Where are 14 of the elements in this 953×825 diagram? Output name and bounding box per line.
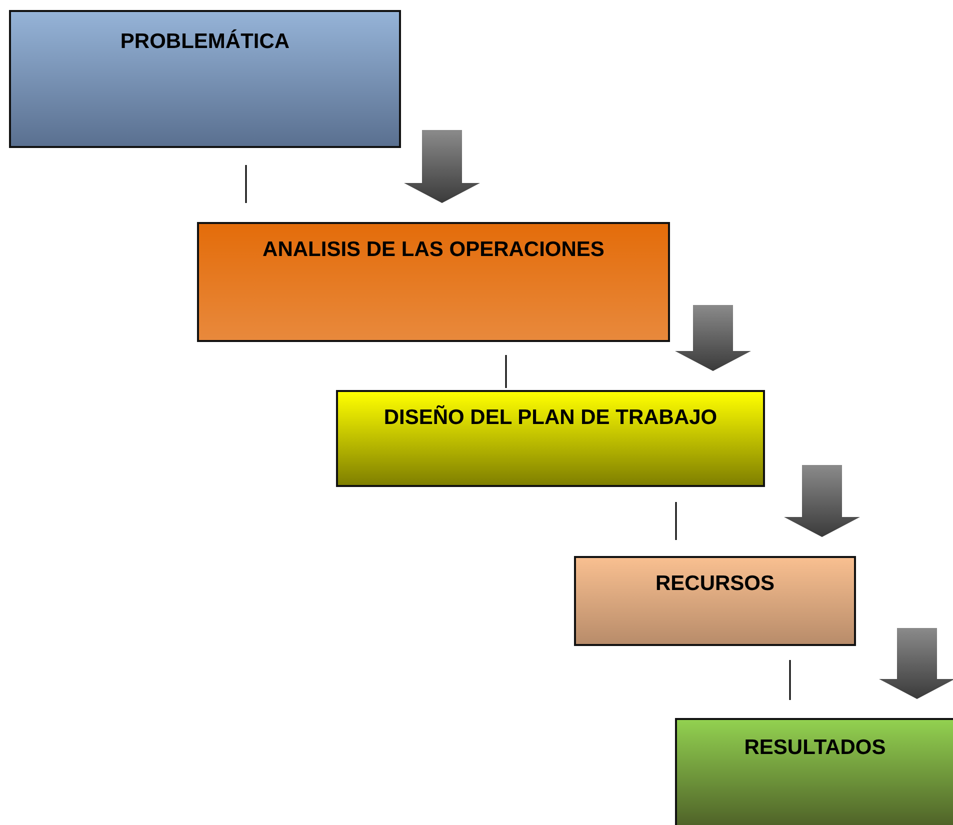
block-arrow — [404, 130, 480, 203]
process-box — [9, 10, 401, 148]
box-label: RESULTADOS — [743, 736, 887, 760]
block-arrow — [784, 465, 860, 537]
box-label: ANALISIS DE LAS OPERACIONES — [262, 238, 606, 262]
process-box — [574, 556, 856, 646]
box-label: RECURSOS — [654, 572, 776, 596]
box-label: DISEÑO DEL PLAN DE TRABAJO — [382, 406, 718, 430]
process-box — [197, 222, 670, 342]
process-box — [675, 718, 953, 825]
block-arrow — [675, 305, 751, 371]
process-box — [336, 390, 765, 487]
box-label: PROBLEMÁTICA — [119, 30, 291, 54]
block-arrow — [879, 628, 953, 699]
